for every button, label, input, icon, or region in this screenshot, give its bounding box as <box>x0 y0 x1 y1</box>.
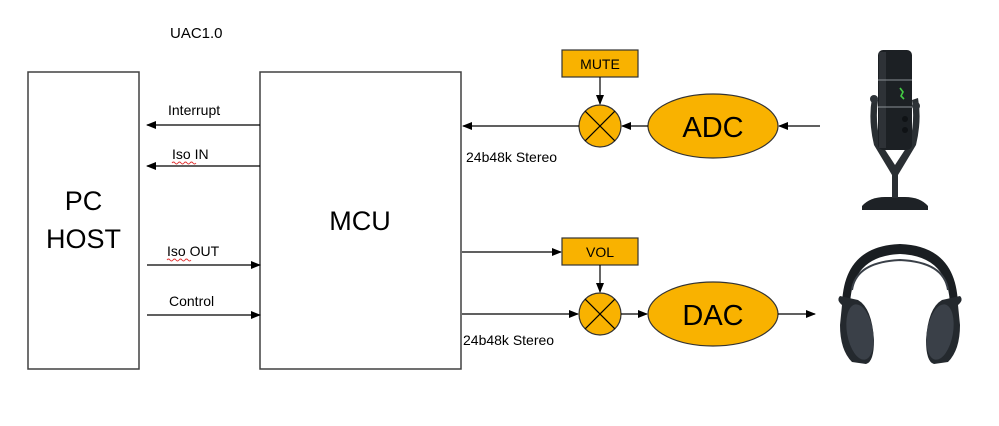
adc-label: ADC <box>682 112 743 144</box>
link-iso-in: Iso IN <box>146 146 260 170</box>
dac-label: DAC <box>682 300 743 332</box>
headphones-icon <box>838 244 962 364</box>
pc-host-block: PC HOST <box>27 71 140 370</box>
diagram-title: UAC1.0 <box>170 25 223 42</box>
vol-mixer-icon <box>578 292 622 336</box>
mcu-block: MCU <box>259 71 462 370</box>
interrupt-label: Interrupt <box>168 102 220 118</box>
mute-mixer-icon <box>578 104 622 148</box>
control-label: Control <box>169 293 214 309</box>
link-interrupt: Interrupt <box>146 102 260 129</box>
link-iso-out: Iso OUT <box>147 243 261 269</box>
vol-control-box <box>561 237 639 266</box>
mute-label: MUTE <box>580 56 620 72</box>
spellcheck-underline <box>171 161 197 165</box>
capture-stream-label: 24b48k Stereo <box>466 149 557 165</box>
playback-stream-label: 24b48k Stereo <box>463 332 554 348</box>
spellcheck-underline <box>166 258 192 262</box>
mcu-label: MCU <box>329 206 391 236</box>
vol-label: VOL <box>586 244 614 260</box>
iso-in-label: Iso IN <box>172 146 209 162</box>
microphone-icon <box>862 50 928 210</box>
pc-host-label-line1: PC <box>65 186 103 216</box>
iso-out-label: Iso OUT <box>167 243 220 259</box>
playback-path: VOL DAC 24b48k Stereo <box>462 237 816 348</box>
capture-path: ADC MUTE 24b48k Stereo <box>462 49 820 165</box>
link-control: Control <box>147 293 261 319</box>
pc-host-label-line2: HOST <box>46 224 121 254</box>
